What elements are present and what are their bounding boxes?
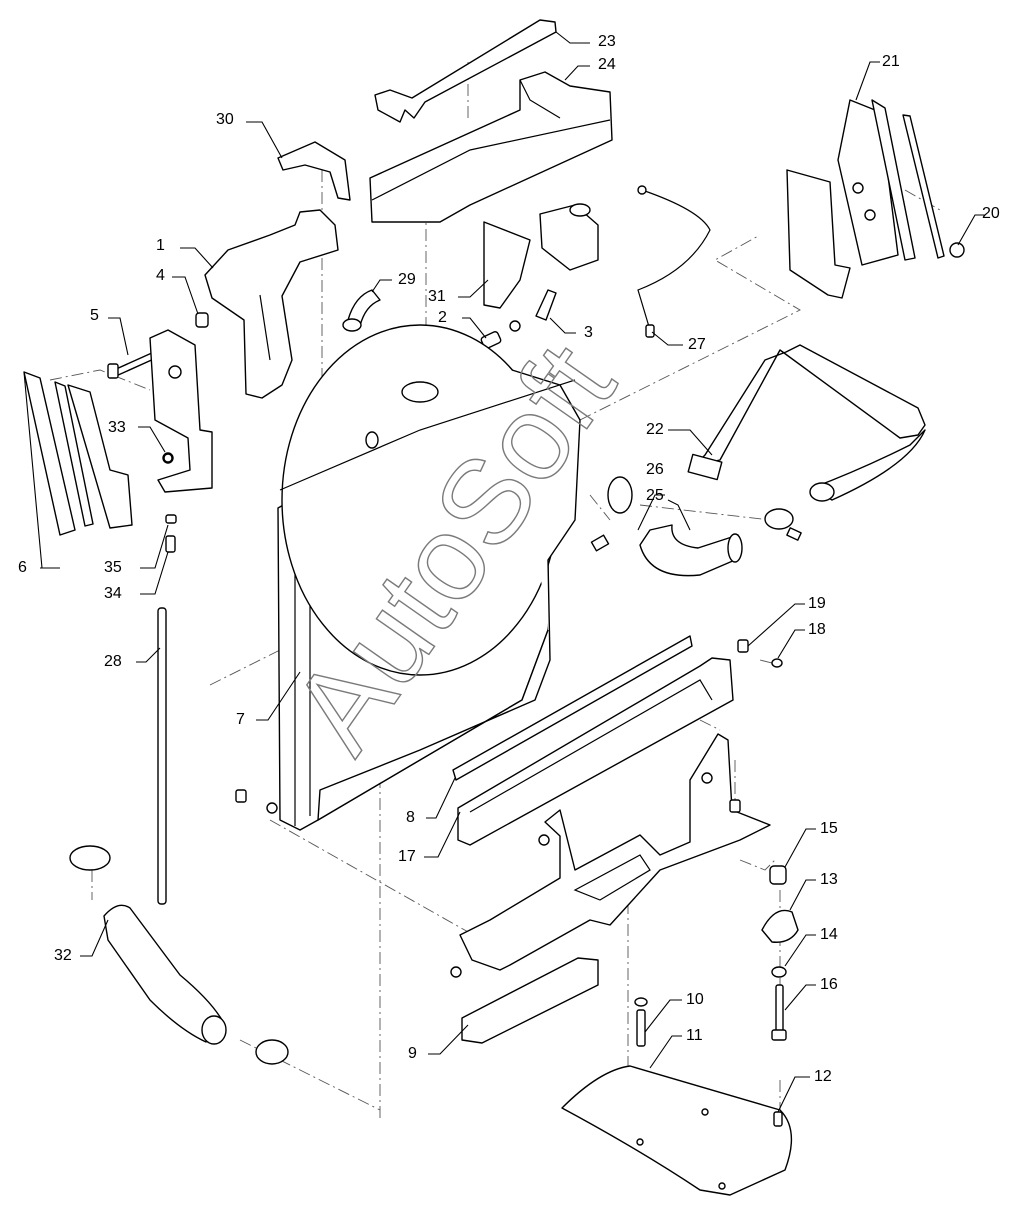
callout-9: 9 bbox=[408, 1045, 417, 1062]
callout-2: 2 bbox=[438, 309, 447, 326]
part-16-bolt bbox=[771, 984, 787, 1041]
callout-29: 29 bbox=[398, 271, 416, 288]
part-33-nut bbox=[163, 453, 173, 463]
hose-clamp-right bbox=[764, 508, 802, 541]
part-3-hose bbox=[509, 289, 557, 332]
part-19-bolt bbox=[737, 639, 749, 653]
part-30-bracket bbox=[277, 141, 351, 201]
part-13-rubber-mount bbox=[761, 909, 799, 943]
callout-7: 7 bbox=[236, 711, 245, 728]
part-9-foam-block bbox=[461, 957, 599, 1044]
callout-19: 19 bbox=[808, 595, 826, 612]
leader-lines bbox=[23, 31, 985, 1113]
part-7-radiator-frame bbox=[277, 324, 581, 831]
callout-28: 28 bbox=[104, 653, 122, 670]
callout-31: 31 bbox=[428, 288, 446, 305]
part-4-spacer bbox=[195, 312, 209, 328]
part-29-hose-elbow bbox=[342, 289, 381, 332]
left-mount-bracket bbox=[149, 329, 213, 493]
part-15-bushing bbox=[769, 865, 787, 885]
part-12-screw bbox=[773, 1111, 783, 1127]
callout-16: 16 bbox=[820, 976, 838, 993]
part-18-washer bbox=[771, 658, 783, 668]
callout-11: 11 bbox=[686, 1027, 703, 1044]
part-34-bolt bbox=[165, 535, 176, 553]
callout-21: 21 bbox=[882, 53, 900, 70]
part-10-bolt bbox=[634, 997, 648, 1047]
callout-5: 5 bbox=[90, 307, 99, 324]
callout-17: 17 bbox=[398, 848, 416, 865]
part-31-plate bbox=[483, 221, 531, 309]
callout-22: 22 bbox=[646, 421, 664, 438]
callout-13: 13 bbox=[820, 871, 838, 888]
part-24-upper-shroud bbox=[369, 71, 613, 223]
callout-3: 3 bbox=[584, 324, 593, 341]
callout-27: 27 bbox=[688, 336, 706, 353]
callout-32: 32 bbox=[54, 947, 72, 964]
callout-6: 6 bbox=[18, 559, 27, 576]
callout-24: 24 bbox=[598, 56, 616, 73]
callout-10: 10 bbox=[686, 991, 704, 1008]
callout-12: 12 bbox=[814, 1068, 832, 1085]
part-20-washer bbox=[949, 242, 965, 258]
part-22-upper-hose bbox=[687, 344, 926, 502]
callout-18: 18 bbox=[808, 621, 826, 638]
part-8-foam-strip bbox=[452, 635, 693, 781]
callout-25: 25 bbox=[646, 487, 664, 504]
callout-20: 20 bbox=[982, 205, 1000, 222]
part-26-clamp bbox=[590, 476, 633, 552]
part-1-side-shroud bbox=[204, 209, 339, 399]
callout-8: 8 bbox=[406, 809, 415, 826]
callout-15: 15 bbox=[820, 820, 838, 837]
expansion-tank bbox=[539, 203, 599, 271]
callout-35: 35 bbox=[104, 559, 122, 576]
part-25-lower-hose bbox=[639, 524, 743, 577]
part-17-foam-block bbox=[457, 657, 734, 846]
frame-bolt-left bbox=[235, 789, 278, 814]
part-28-rod bbox=[157, 607, 167, 905]
lower-support-frame bbox=[450, 733, 771, 978]
callout-30: 30 bbox=[216, 111, 234, 128]
callout-34: 34 bbox=[104, 585, 122, 602]
part-32-lower-hose bbox=[69, 845, 289, 1065]
part-11-guard-plate bbox=[561, 1065, 793, 1196]
part-27-hose-line bbox=[637, 185, 711, 338]
callout-23: 23 bbox=[598, 33, 616, 50]
part-6-seal-strips bbox=[23, 371, 133, 536]
callout-4: 4 bbox=[156, 267, 165, 284]
part-23-support-bar bbox=[374, 19, 557, 123]
part-21-side-plates bbox=[786, 99, 945, 299]
callout-1: 1 bbox=[156, 237, 165, 254]
callout-26: 26 bbox=[646, 461, 664, 478]
callout-14: 14 bbox=[820, 926, 838, 943]
part-14-washer bbox=[771, 966, 787, 978]
callout-33: 33 bbox=[108, 419, 126, 436]
callout-labels: 23 24 30 1 4 5 33 6 35 34 28 7 29 2 3 31… bbox=[18, 33, 1000, 1085]
part-5-bolt bbox=[107, 351, 157, 379]
part-35-washer bbox=[165, 514, 177, 524]
